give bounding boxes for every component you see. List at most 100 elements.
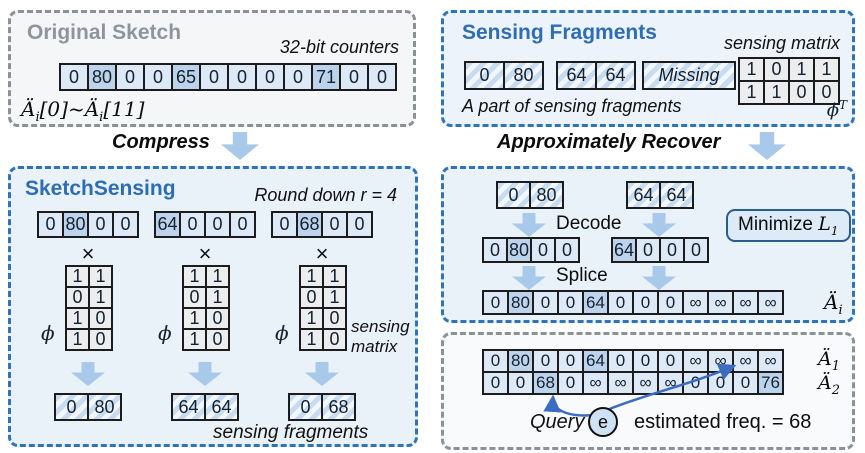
cell: 0 bbox=[554, 237, 580, 263]
cell: 0 bbox=[255, 63, 285, 91]
cell: 0 bbox=[88, 328, 113, 351]
cell: 0 bbox=[143, 63, 173, 91]
cell: 0 bbox=[346, 211, 373, 238]
cell: 0 bbox=[482, 237, 508, 263]
cell: ∞ bbox=[757, 349, 784, 373]
cell: 1 bbox=[788, 57, 815, 82]
sensing-fragments-title: Sensing Fragments bbox=[462, 21, 657, 44]
cell: 1 bbox=[299, 265, 324, 288]
cell: 64 bbox=[626, 181, 661, 209]
cell: 80 bbox=[506, 237, 532, 263]
cell: 64 bbox=[582, 290, 609, 315]
cell: 64 bbox=[595, 61, 636, 90]
cell: 0 bbox=[557, 290, 584, 315]
cell: 1 bbox=[738, 80, 765, 105]
cell: 64 bbox=[556, 61, 597, 90]
recovered-sketch-label: Äi bbox=[824, 290, 843, 318]
cell: 1 bbox=[65, 265, 90, 288]
recover-arrow-icon bbox=[748, 132, 786, 160]
sensing-matrix-side-note: sensing matrix bbox=[351, 317, 410, 356]
cell: 0 bbox=[683, 237, 709, 263]
cell: 0 bbox=[321, 211, 348, 238]
cell: 0 bbox=[482, 290, 509, 315]
cell: 0 bbox=[530, 237, 556, 263]
cell: 0 bbox=[532, 290, 559, 315]
cell: 64 bbox=[171, 393, 206, 421]
cell: 68 bbox=[296, 211, 323, 238]
cell: 68 bbox=[532, 371, 559, 395]
cell: 1 bbox=[182, 307, 207, 330]
sensing-fragments-caption: sensing fragments bbox=[213, 422, 369, 443]
cell: 0 bbox=[37, 211, 64, 238]
fragments-caption: A part of sensing fragments bbox=[462, 96, 682, 116]
cell: 80 bbox=[503, 61, 544, 90]
down-arrow-icon bbox=[512, 213, 546, 237]
cell: 1 bbox=[205, 286, 230, 309]
cell: 0 bbox=[54, 393, 89, 421]
cell: 0 bbox=[635, 237, 661, 263]
down-arrow-icon bbox=[71, 362, 105, 386]
cell: 1 bbox=[88, 286, 113, 309]
cell: 64 bbox=[582, 349, 609, 373]
cell: 1 bbox=[182, 328, 207, 351]
cell: 0 bbox=[632, 290, 659, 315]
cell: 0 bbox=[367, 63, 397, 91]
cell: 0 bbox=[182, 286, 207, 309]
cell: 0 bbox=[788, 80, 815, 105]
cell: 0 bbox=[204, 211, 231, 238]
cell: ∞ bbox=[757, 290, 784, 315]
minimize-l1-badge: Minimize L1 bbox=[726, 209, 851, 242]
cell: 0 bbox=[205, 328, 230, 351]
sensing-matrix-note: sensing matrix bbox=[723, 33, 840, 53]
cell: 0 bbox=[813, 80, 840, 105]
cell: 0 bbox=[607, 290, 634, 315]
counters-note: 32-bit counters bbox=[279, 37, 399, 57]
cell: 0 bbox=[322, 328, 347, 351]
cell: 1 bbox=[322, 286, 347, 309]
cell: 0 bbox=[205, 307, 230, 330]
query-label: Query bbox=[530, 411, 585, 433]
cell: 0 bbox=[65, 286, 90, 309]
cell: 0 bbox=[288, 393, 323, 421]
cell: 1 bbox=[322, 265, 347, 288]
down-arrow-icon bbox=[305, 362, 339, 386]
phi-label-1: ϕ bbox=[41, 321, 55, 345]
cell: ∞ bbox=[682, 290, 709, 315]
cell: 1 bbox=[88, 265, 113, 288]
cell: 0 bbox=[732, 371, 759, 395]
cell: 0 bbox=[607, 349, 634, 373]
phi-label-2: ϕ bbox=[158, 321, 172, 345]
cell: 0 bbox=[299, 286, 324, 309]
cell: 80 bbox=[62, 211, 89, 238]
cell: 0 bbox=[88, 307, 113, 330]
cell: 0 bbox=[659, 237, 685, 263]
cell: 64 bbox=[204, 393, 239, 421]
cell: 0 bbox=[763, 57, 790, 82]
compress-label: Compress bbox=[112, 131, 210, 153]
cell: ∞ bbox=[732, 290, 759, 315]
cell: 64 bbox=[611, 237, 637, 263]
compress-arrow-icon bbox=[221, 132, 259, 160]
times-sign-1: × bbox=[81, 241, 95, 266]
down-arrow-icon bbox=[512, 266, 546, 290]
sketch-range-label: Äi[0]~Äi[11] bbox=[21, 97, 145, 125]
cell: 1 bbox=[205, 265, 230, 288]
